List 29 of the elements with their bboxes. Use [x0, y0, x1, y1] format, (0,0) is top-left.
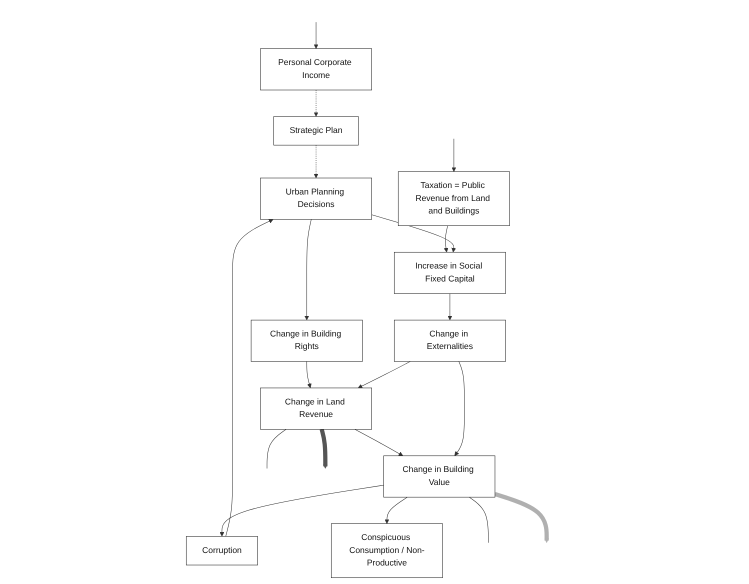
- node-box: Increase in Social Fixed Capital: [394, 252, 506, 294]
- arrow: [444, 225, 448, 252]
- arrow: [354, 429, 404, 456]
- connector: [469, 496, 489, 544]
- node-box: Personal Corporate Income: [260, 48, 372, 90]
- arrow: [448, 293, 452, 320]
- node-box: Urban Planning Decisions: [260, 178, 372, 220]
- arrow: [358, 361, 411, 388]
- node-box: Change in Building Rights: [250, 320, 363, 362]
- arrow: [306, 361, 312, 388]
- node-box: Strategic Plan: [274, 116, 359, 146]
- node-box: Change in Externalities: [394, 320, 506, 362]
- arrow: [314, 90, 318, 117]
- node-box: Change in Building Value: [383, 456, 496, 498]
- arrow: [314, 144, 318, 178]
- connector: [266, 429, 287, 469]
- arrow: [452, 138, 456, 172]
- arrow: [220, 484, 384, 537]
- arrow: [226, 219, 274, 537]
- arrow: [454, 361, 465, 456]
- arrow: [494, 492, 550, 543]
- node-box: Taxation = Public Revenue from Land and Buildings: [398, 171, 510, 226]
- arrow: [314, 22, 318, 49]
- node-box: Corruption: [186, 536, 258, 566]
- node-box: Conspicuous Consumption / Non-Productive: [331, 523, 443, 578]
- node-box: Change in Land Revenue: [260, 388, 372, 430]
- arrow: [320, 428, 328, 469]
- arrow: [384, 496, 408, 524]
- arrow: [304, 219, 312, 320]
